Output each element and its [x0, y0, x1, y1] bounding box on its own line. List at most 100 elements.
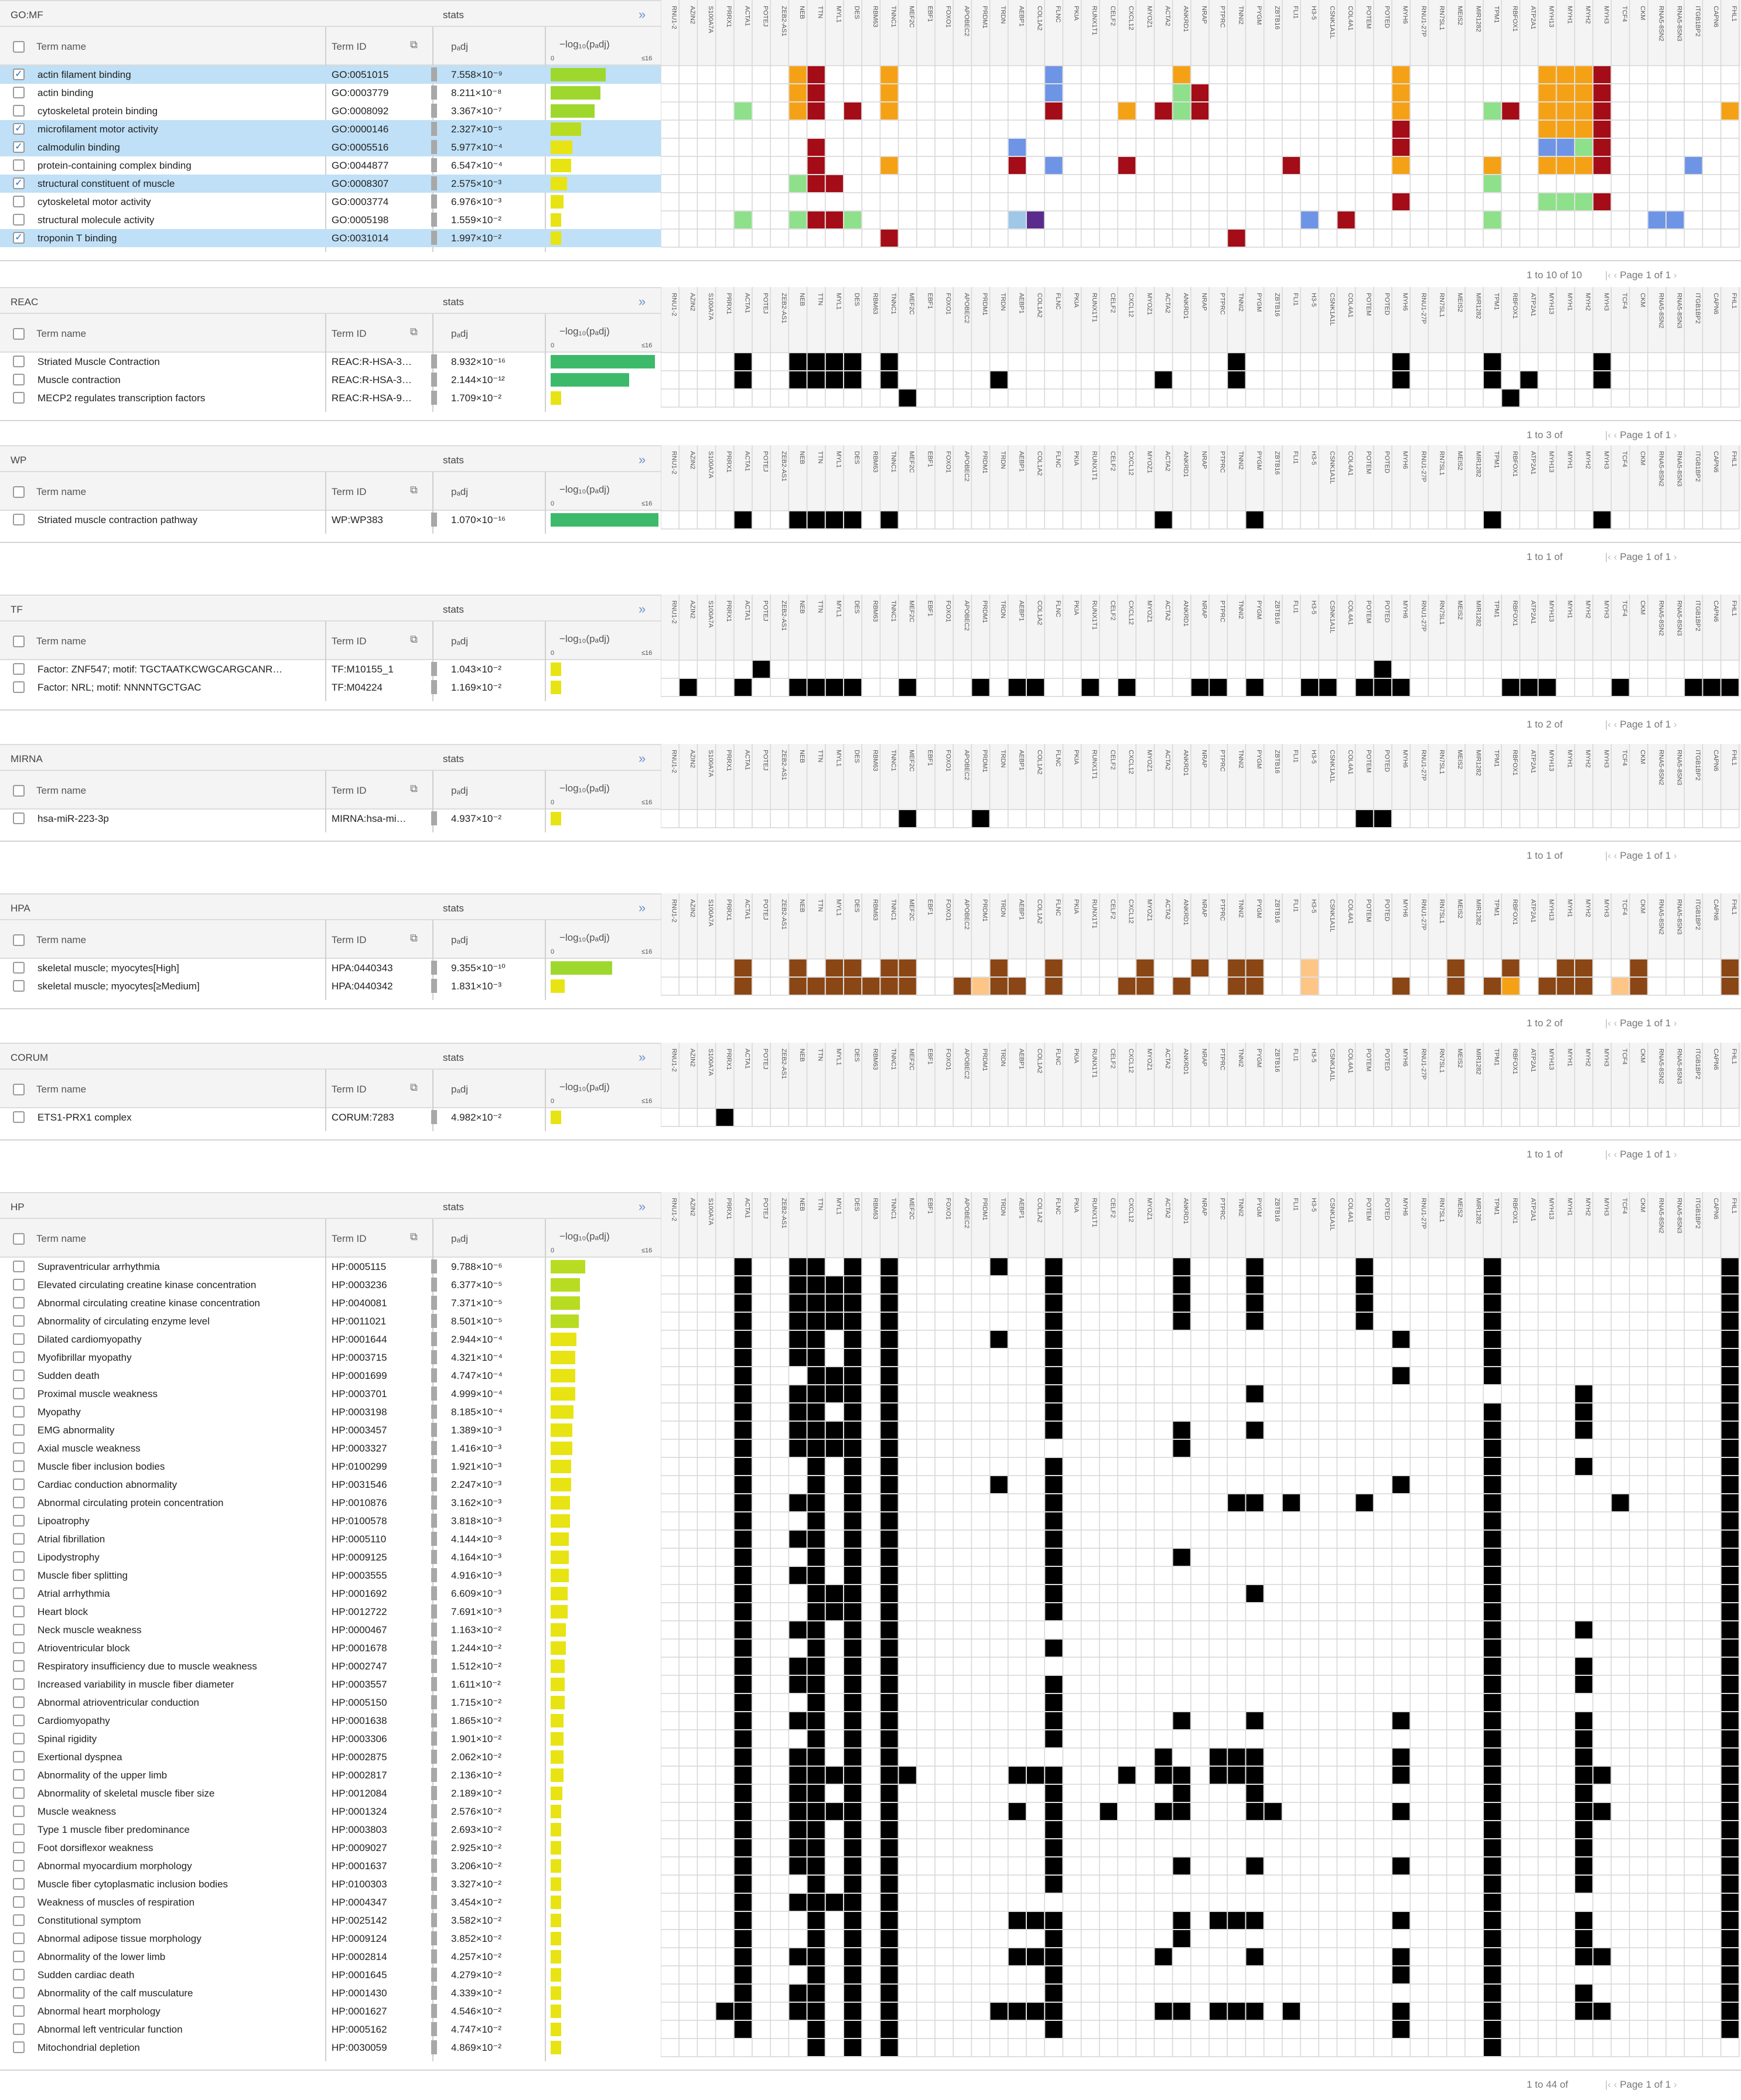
gene-label[interactable]: ACTA2 [1164, 600, 1171, 621]
gene-hit-cell[interactable] [1045, 1276, 1063, 1293]
gene-hit-cell[interactable] [1593, 193, 1611, 210]
gene-hit-cell[interactable] [1593, 84, 1611, 101]
gene-hit-cell[interactable] [880, 1440, 898, 1457]
gene-label[interactable]: MEIS2 [1456, 750, 1463, 769]
row-checkbox[interactable] [13, 159, 25, 171]
term-name[interactable]: Cardiomyopathy [37, 1715, 110, 1726]
gene-hit-cell[interactable] [1484, 1404, 1501, 1421]
gene-hit-cell[interactable] [825, 1422, 843, 1439]
gene-hit-cell[interactable] [789, 103, 807, 119]
gene-label[interactable]: EBF1 [926, 899, 933, 916]
double-chevron-right-icon[interactable]: » [639, 1199, 646, 1214]
gene-hit-cell[interactable] [1484, 1803, 1501, 1820]
gene-hit-cell[interactable] [807, 1603, 825, 1620]
gene-hit-cell[interactable] [1575, 1658, 1593, 1675]
gene-label[interactable]: DES [854, 6, 861, 19]
gene-label[interactable]: MYL1 [835, 451, 842, 468]
gene-label[interactable]: ATP2A1 [1530, 6, 1537, 29]
gene-hit-cell[interactable] [1392, 1912, 1410, 1929]
gene-hit-cell[interactable] [880, 1694, 898, 1711]
gene-label[interactable]: CELF2 [1109, 6, 1116, 26]
next-page-icon[interactable]: › [1671, 850, 1677, 861]
gene-hit-cell[interactable] [734, 1531, 752, 1548]
row-checkbox[interactable]: ✓ [13, 69, 25, 80]
term-id[interactable]: HP:0003198 [332, 1406, 387, 1418]
gene-label[interactable]: FLI1 [1292, 750, 1299, 763]
gene-hit-cell[interactable] [734, 1313, 752, 1330]
gene-label[interactable]: TRDN [999, 451, 1006, 469]
gene-hit-cell[interactable] [880, 2039, 898, 2056]
gene-label[interactable]: ACTA2 [1164, 1198, 1171, 1218]
gene-label[interactable]: H3-5 [1310, 6, 1317, 20]
gene-label[interactable]: ANKRD1 [1182, 6, 1189, 32]
gene-hit-cell[interactable] [1648, 211, 1665, 228]
gene-hit-cell[interactable] [1721, 1549, 1739, 1566]
gene-hit-cell[interactable] [1721, 1930, 1739, 1947]
gene-hit-cell[interactable] [807, 1821, 825, 1838]
term-row[interactable]: Abnormal circulating creatine kinase con… [0, 1294, 661, 1312]
gene-label[interactable]: ZBTB16 [1274, 1049, 1281, 1072]
term-id[interactable]: HP:0002747 [332, 1661, 387, 1672]
gene-hit-cell[interactable] [1246, 1948, 1264, 1965]
pagination-nav[interactable]: |‹ ‹ Page 1 of 1 › [1605, 1017, 1677, 1029]
term-name[interactable]: Muscle fiber inclusion bodies [37, 1461, 165, 1472]
gene-label[interactable]: ANKRD1 [1182, 750, 1189, 776]
gene-hit-cell[interactable] [1246, 511, 1264, 528]
gene-label[interactable]: PYGM [1255, 600, 1262, 619]
gene-hit-cell[interactable] [1392, 978, 1410, 995]
gene-label[interactable]: TNNC1 [890, 1198, 897, 1220]
gene-hit-cell[interactable] [1575, 139, 1593, 156]
gene-hit-cell[interactable] [880, 1476, 898, 1493]
gene-hit-cell[interactable] [880, 353, 898, 370]
gene-hit-cell[interactable] [1484, 1331, 1501, 1348]
gene-hit-cell[interactable] [789, 1803, 807, 1820]
gene-hit-cell[interactable] [825, 175, 843, 192]
gene-label[interactable]: ANKRD1 [1182, 600, 1189, 627]
gene-label[interactable]: TTN [817, 1198, 824, 1210]
gene-hit-cell[interactable] [1593, 371, 1611, 388]
gene-hit-cell[interactable] [734, 1640, 752, 1657]
gene-label[interactable]: PTPRC [1219, 600, 1226, 622]
gene-hit-cell[interactable] [1575, 1930, 1593, 1947]
gene-label[interactable]: TCF4 [1621, 451, 1628, 467]
gene-label[interactable]: CSNK1A1L [1329, 451, 1336, 484]
gene-hit-cell[interactable] [807, 1385, 825, 1402]
term-id[interactable]: GO:0005198 [332, 214, 389, 226]
gene-label[interactable]: TNNI2 [1237, 600, 1244, 619]
gene-hit-cell[interactable] [734, 1603, 752, 1620]
gene-hit-cell[interactable] [880, 230, 898, 247]
gene-hit-cell[interactable] [990, 1258, 1008, 1275]
gene-hit-cell[interactable] [1484, 1313, 1501, 1330]
gene-hit-cell[interactable] [844, 1331, 862, 1348]
gene-hit-cell[interactable] [1575, 1985, 1593, 2002]
gene-label[interactable]: MIR1282 [1474, 451, 1481, 477]
gene-hit-cell[interactable] [1484, 1549, 1501, 1566]
row-checkbox[interactable] [13, 374, 25, 385]
gene-label[interactable]: POTEM [1365, 6, 1372, 29]
gene-label[interactable]: RN7SL1 [1438, 600, 1445, 625]
gene-label[interactable]: H3-5 [1310, 750, 1317, 764]
term-name[interactable]: Muscle fiber splitting [37, 1570, 128, 1581]
select-all-checkbox[interactable] [13, 1233, 25, 1245]
row-checkbox[interactable] [13, 1751, 25, 1763]
gene-hit-cell[interactable] [844, 1857, 862, 1874]
gene-hit-cell[interactable] [825, 1803, 843, 1820]
gene-hit-cell[interactable] [1721, 1857, 1739, 1874]
gene-hit-cell[interactable] [789, 1985, 807, 2002]
gene-hit-cell[interactable] [825, 1603, 843, 1620]
term-id[interactable]: HP:0001627 [332, 2006, 387, 2017]
gene-label[interactable]: AZIN2 [689, 899, 696, 917]
gene-hit-cell[interactable] [1612, 978, 1629, 995]
gene-hit-cell[interactable] [1484, 1531, 1501, 1548]
gene-hit-cell[interactable] [1228, 230, 1245, 247]
gene-label[interactable]: MIR1282 [1474, 750, 1481, 776]
gene-hit-cell[interactable] [844, 1694, 862, 1711]
